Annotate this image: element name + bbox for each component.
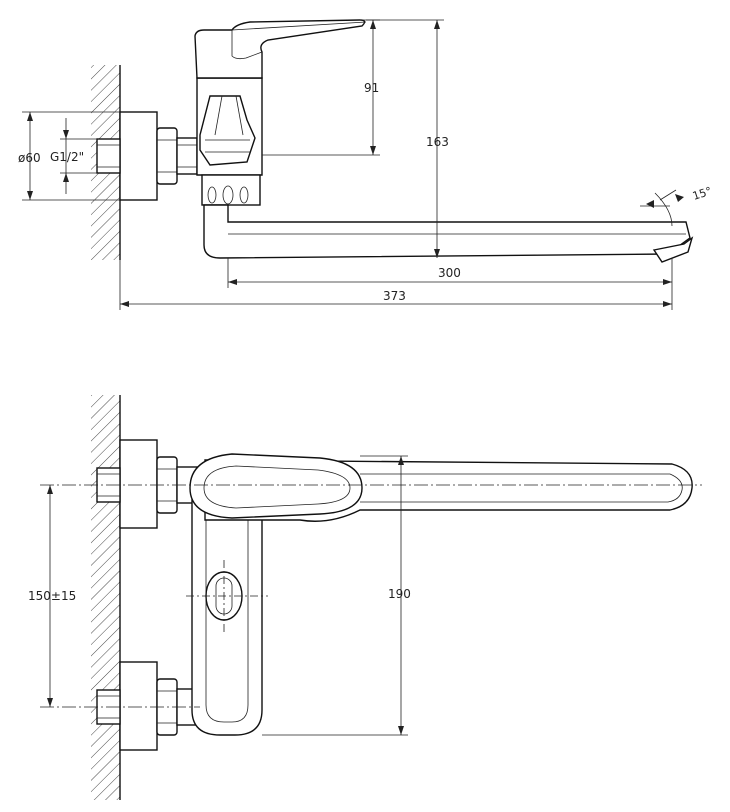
dim-thread-label: G1/2": [50, 150, 84, 164]
dim-center-distance-label: 150±15: [28, 589, 76, 603]
upper-flange: [119, 439, 158, 529]
lever-handle-side: [194, 19, 366, 79]
wall-flange-side: [119, 111, 158, 201]
side-view: ø60 G1/2" 91 163 15° 300: [18, 19, 714, 310]
dim-diameter-label: ø60: [18, 151, 41, 165]
dim-lever-height-label: 91: [364, 81, 379, 95]
dim-total-length-label: 373: [383, 289, 406, 303]
thread-stub-side: [96, 138, 121, 174]
wall-hatch-bottom: [91, 395, 120, 800]
dim-angle-label: 15°: [691, 184, 714, 202]
lever-handle-front: [189, 453, 363, 519]
dim-spout-length-label: 300: [438, 266, 461, 280]
eccentric-nut-side: [156, 127, 178, 185]
lower-flange: [119, 661, 158, 751]
dim-total-height-label: 163: [426, 135, 449, 149]
cartridge-nut: [199, 95, 256, 166]
swivel-ring-side: [201, 174, 261, 206]
dim-width-label: 190: [388, 587, 411, 601]
aerator-side: [652, 236, 694, 263]
front-view: 150±15 190: [28, 395, 702, 800]
connector-side: [176, 137, 198, 175]
spout-side: [203, 204, 691, 259]
